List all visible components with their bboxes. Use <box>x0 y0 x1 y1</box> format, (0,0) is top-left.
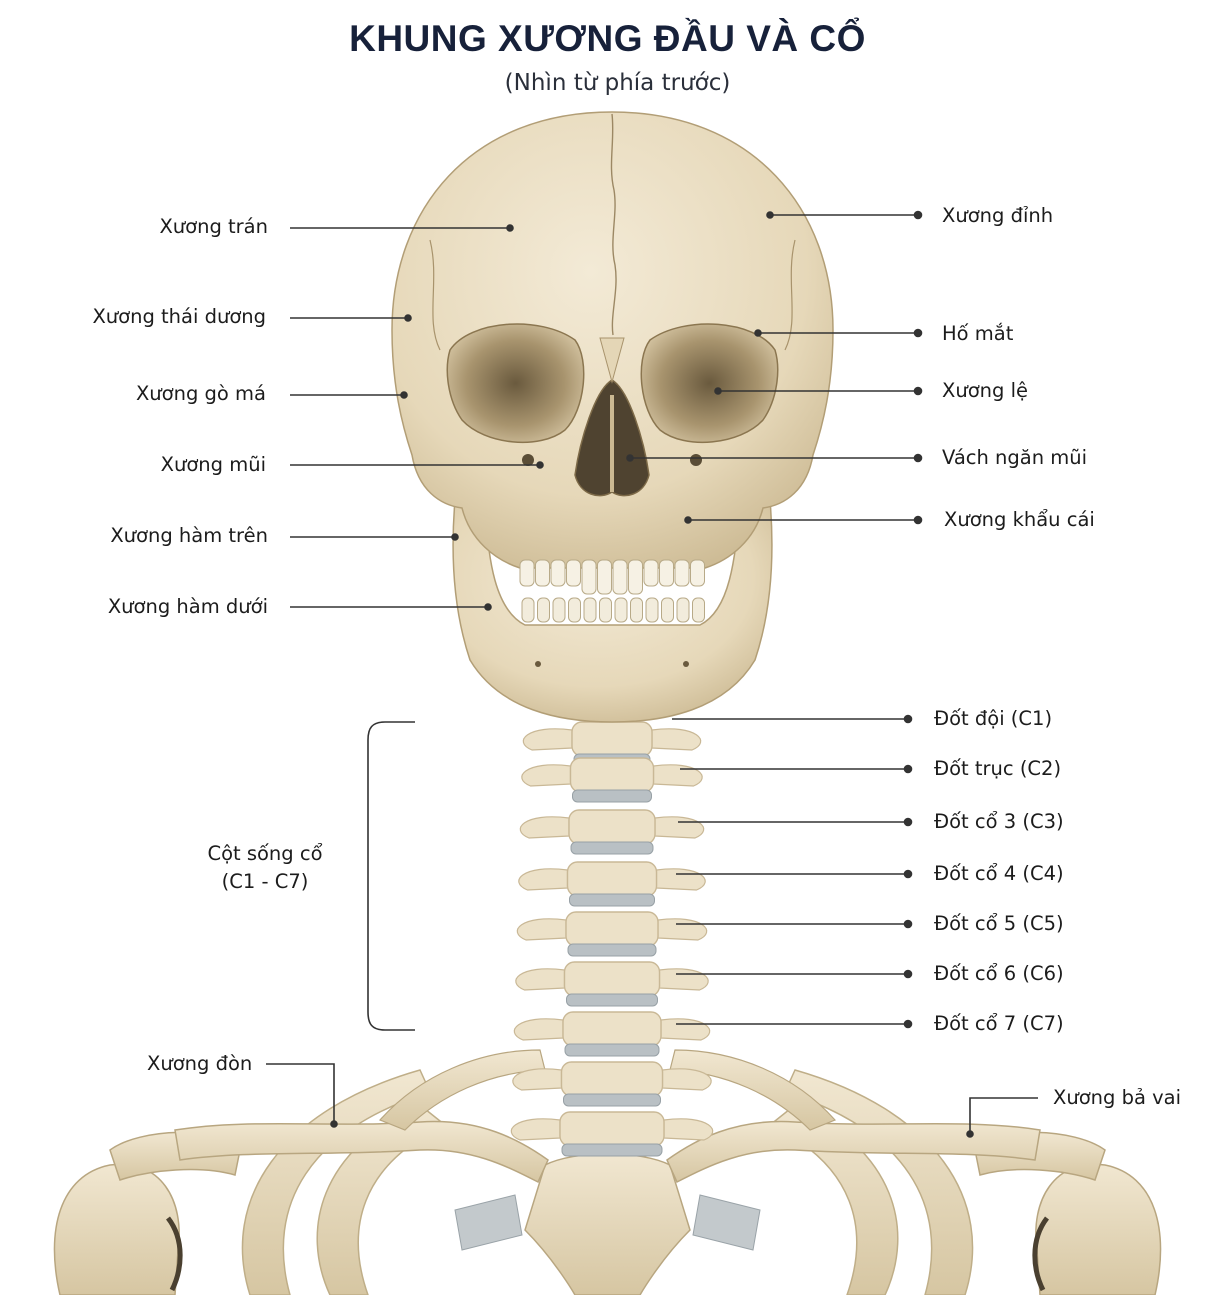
tooth <box>599 597 612 623</box>
vertebra-body <box>566 861 658 897</box>
tooth <box>612 559 628 595</box>
tooth <box>583 597 597 623</box>
label-cervical-range: (C1 - C7) <box>221 870 309 893</box>
tooth <box>661 597 674 623</box>
vertebra-process <box>657 918 708 941</box>
tooth <box>676 597 690 623</box>
upper-teeth <box>519 559 705 595</box>
label-cervical-spine: Cột sống cổ <box>207 842 323 865</box>
vertebra-process <box>651 728 702 751</box>
intervertebral-disc <box>564 1043 660 1057</box>
vertebra-process <box>663 1118 714 1141</box>
vertebra-body <box>563 961 661 997</box>
vertebra-process <box>519 816 570 839</box>
label-parietal-bone: Xương đỉnh <box>942 204 1054 227</box>
label-c5: Đốt cổ 5 (C5) <box>934 912 1064 935</box>
vertebra-process <box>660 1018 711 1041</box>
vertebra-process <box>658 968 709 991</box>
intervertebral-disc <box>567 943 657 957</box>
intervertebral-disc <box>561 1143 663 1157</box>
skull <box>391 111 834 723</box>
diagram-subtitle: (Nhìn từ phía trước) <box>504 70 731 96</box>
label-clavicle: Xương đòn <box>147 1052 253 1075</box>
cervical-bracket <box>367 721 415 1031</box>
vertebra-process <box>655 868 706 891</box>
tooth <box>552 597 566 623</box>
label-c6: Đốt cổ 6 (C6) <box>934 962 1064 985</box>
label-orbit: Hố mắt <box>942 322 1014 345</box>
intervertebral-disc <box>570 841 654 855</box>
label-nasal-bone: Xương mũi <box>160 453 266 476</box>
tooth <box>581 559 597 595</box>
first-ribs <box>378 1049 837 1131</box>
tooth <box>537 597 550 623</box>
label-lacrimal-bone: Xương lệ <box>942 379 1028 402</box>
intervertebral-disc <box>569 893 655 907</box>
label-c3: Đốt cổ 3 (C3) <box>934 810 1064 833</box>
vertebra-body <box>565 911 659 947</box>
tooth <box>692 597 705 623</box>
intervertebral-disc <box>572 789 652 803</box>
vertebra-process <box>510 1118 561 1141</box>
vertebra-body <box>569 757 655 793</box>
tooth <box>674 559 690 587</box>
vertebra-process <box>518 868 569 891</box>
intervertebral-disc <box>566 993 658 1007</box>
tooth <box>566 559 581 587</box>
intervertebral-disc <box>563 1093 661 1107</box>
tooth <box>550 559 566 587</box>
label-nasal-septum: Vách ngăn mũi <box>942 446 1088 469</box>
tooth <box>659 559 674 587</box>
label-c4: Đốt cổ 4 (C4) <box>934 862 1064 885</box>
tooth <box>597 559 612 595</box>
label-c1: Đốt đội (C1) <box>934 707 1053 730</box>
clavicles <box>174 1120 1041 1184</box>
label-c7: Đốt cổ 7 (C7) <box>934 1012 1064 1035</box>
label-maxilla: Xương hàm trên <box>110 524 268 547</box>
label-mandible: Xương hàm dưới <box>107 595 268 618</box>
tooth <box>614 597 628 623</box>
vertebra-body <box>568 809 656 845</box>
label-palatine-bone: Xương khẩu cái <box>944 508 1095 531</box>
vertebra-body <box>559 1111 665 1147</box>
tooth <box>645 597 659 623</box>
vertebra-process <box>654 816 705 839</box>
label-c2: Đốt trục (C2) <box>934 757 1062 780</box>
tooth <box>628 559 643 595</box>
label-temporal-bone: Xương thái dương <box>92 305 266 328</box>
vertebra-process <box>515 968 566 991</box>
label-zygomatic-bone: Xương gò má <box>135 382 266 405</box>
vertebra-body <box>571 721 653 757</box>
lower-teeth <box>521 597 705 623</box>
tooth <box>630 597 643 623</box>
tooth <box>519 559 535 587</box>
vertebra-process <box>513 1018 564 1041</box>
tooth <box>568 597 581 623</box>
tooth <box>643 559 659 587</box>
vertebra-body <box>562 1011 662 1047</box>
cervical-spine <box>510 721 714 1157</box>
vertebra-process <box>516 918 567 941</box>
leader-lines <box>266 210 1038 1138</box>
vertebra-process <box>522 728 573 751</box>
ribcage <box>241 1069 974 1295</box>
vertebra-process <box>521 764 572 787</box>
label-scapula: Xương bả vai <box>1053 1086 1182 1109</box>
tooth <box>690 559 705 587</box>
vertebra-process <box>512 1068 563 1091</box>
diagram-title: KHUNG XƯƠNG ĐẦU VÀ CỔ <box>349 18 866 59</box>
tooth <box>521 597 535 623</box>
vertebra-process <box>661 1068 712 1091</box>
vertebra-process <box>652 764 703 787</box>
tooth <box>535 559 550 587</box>
vertebra-body <box>560 1061 664 1097</box>
label-frontal-bone: Xương trán <box>159 215 268 238</box>
